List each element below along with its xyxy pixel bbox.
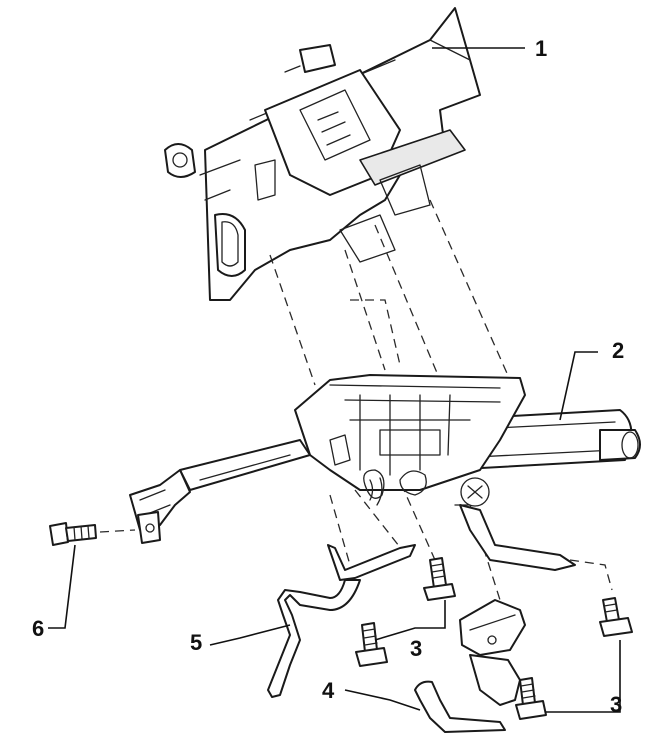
screw-part-6 (49, 522, 97, 546)
callout-3-right: 3 (610, 692, 622, 717)
callout-6: 6 (32, 616, 44, 641)
left-brace-bracket (267, 544, 416, 698)
callout-4: 4 (322, 678, 335, 703)
bolt-lower-right (515, 677, 547, 720)
column-cover-bracket (164, 7, 481, 301)
leader-lines (48, 47, 621, 713)
right-brace-bracket (414, 599, 526, 733)
assembly-guide-lines (99, 199, 613, 601)
bolt-right (599, 597, 633, 637)
callout-labels: 1 2 3 3 4 5 6 (32, 36, 624, 717)
bolt-lower-left (355, 622, 388, 667)
bolts (355, 557, 633, 720)
callout-5: 5 (190, 630, 202, 655)
steering-column-assembly (129, 374, 641, 571)
callout-2: 2 (612, 338, 624, 363)
bolt-upper-center (423, 557, 456, 601)
callout-1: 1 (535, 36, 547, 61)
callout-3-center: 3 (410, 636, 422, 661)
